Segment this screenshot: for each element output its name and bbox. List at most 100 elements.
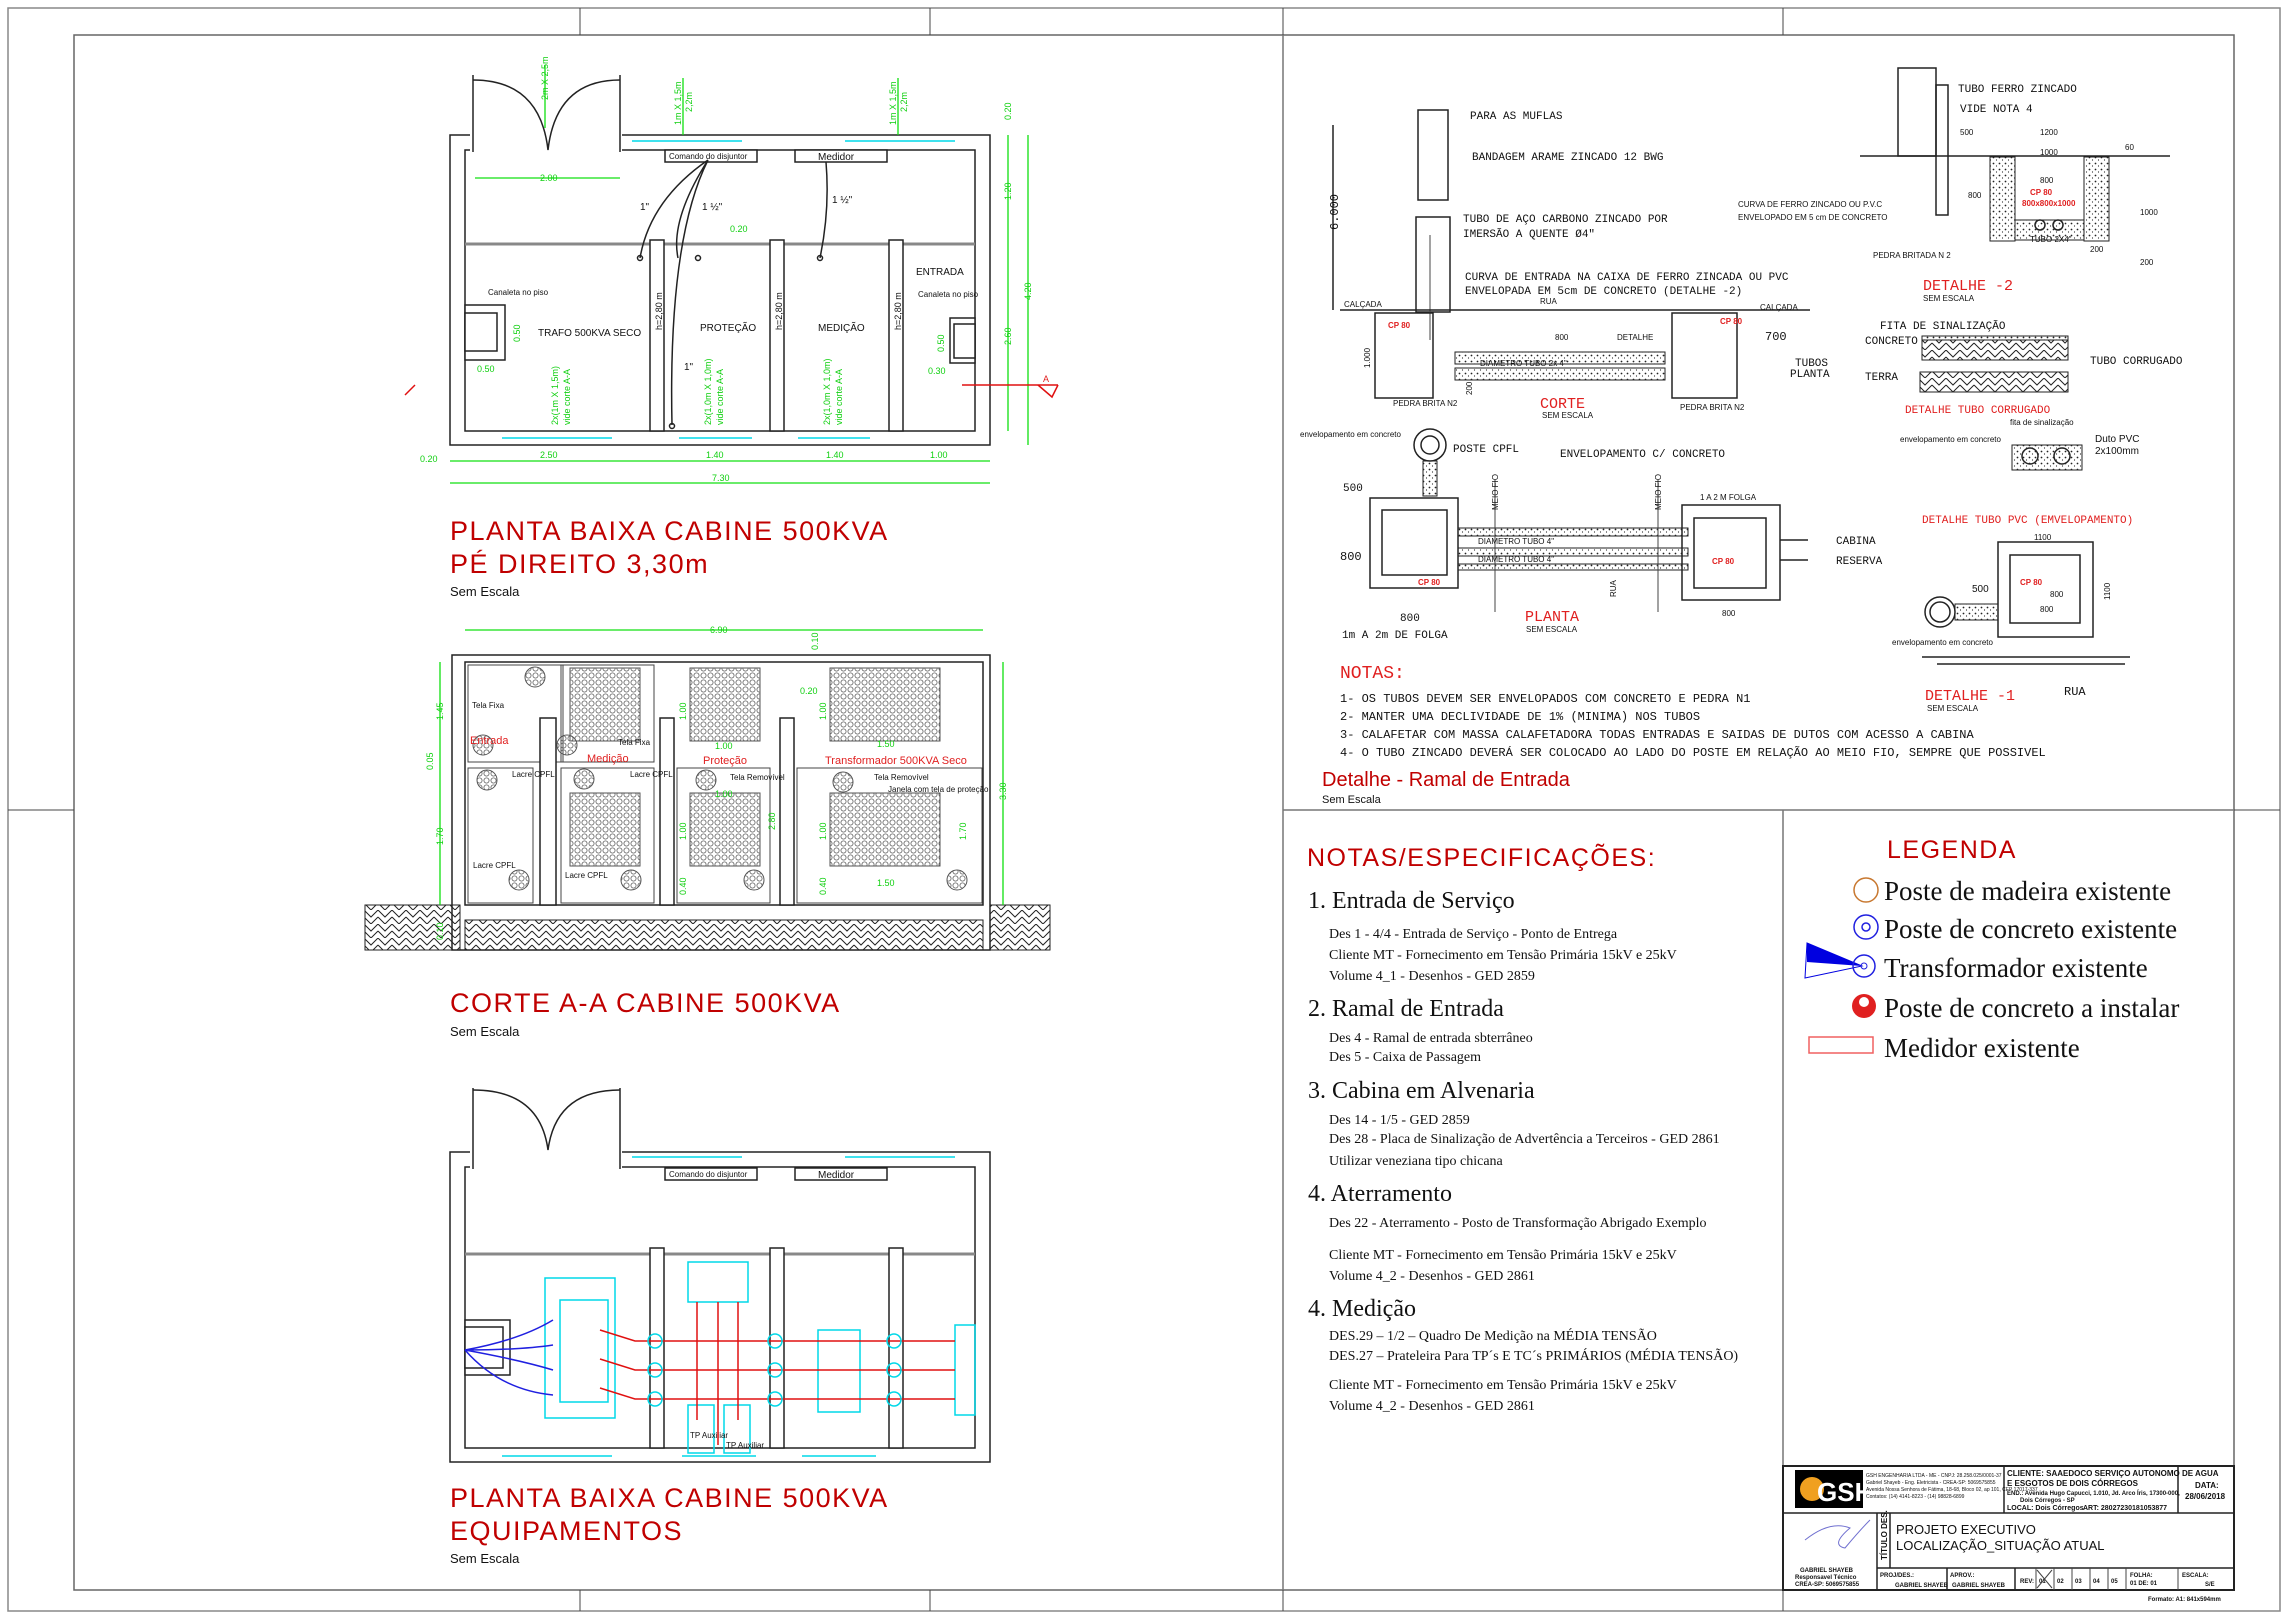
conduit-label: 1 ½" (702, 202, 723, 213)
label: LOCAL: Dois Córregos (2007, 1505, 2084, 1512)
label: 500 (1343, 483, 1363, 495)
label: DETALHE (1617, 333, 1653, 342)
label: 2x(1,0m X 1,0m) (822, 358, 832, 425)
label: 1.00 (930, 450, 948, 460)
label: 1.45 (435, 702, 445, 720)
label: 05 (2111, 1579, 2118, 1585)
label: CABINA (1836, 536, 1876, 548)
legend-item: Transformador existente (1884, 953, 2148, 983)
label: ESCALA: (2182, 1573, 2209, 1579)
label: GABRIEL SHAYEB (1800, 1568, 1854, 1574)
label: 0.20 (730, 224, 748, 234)
specifications: NOTAS/ESPECIFICAÇÕES: 1. Entrada de Serv… (1307, 843, 1738, 1414)
label: 800 (1340, 550, 1362, 564)
label: 2.00 (540, 173, 558, 183)
lacre-label: Lacre CPFL (565, 871, 608, 880)
label: SEM ESCALA (1526, 625, 1578, 634)
conduit-label: 1" (640, 202, 650, 213)
label: 1.00 (818, 822, 828, 840)
ramal-corte: 6.000 PARA AS MUFLAS BANDAGEM ARAME ZINC… (1328, 109, 1830, 420)
label: envelopamento em concreto (1300, 430, 1402, 439)
note-item: 4- O TUBO ZINCADO DEVERÁ SER COLOCADO AO… (1340, 745, 2046, 760)
label: envelopamento em concreto (1900, 435, 2002, 444)
label: IMERSÃO A QUENTE Ø4" (1463, 228, 1595, 241)
label: BANDAGEM ARAME ZINCADO 12 BWG (1472, 152, 1663, 164)
drawing-title: PROJETO EXECUTIVO (1896, 1522, 2036, 1537)
label: TUBO DE AÇO CARBONO ZINCADO POR (1463, 214, 1668, 226)
label: TERRA (1865, 372, 1898, 384)
notes-title: NOTAS: (1340, 664, 1405, 684)
plan1-scale: Sem Escala (450, 584, 520, 599)
note-item: 3- CALAFETAR COM MASSA CALAFETADORA TODA… (1340, 728, 1975, 742)
section-aa: Entrada Medição Proteção Transformador 5… (364, 625, 1051, 1039)
partition-height: h=2,80 m (654, 292, 664, 330)
spec-heading: 2. Ramal de Entrada (1308, 996, 1504, 1022)
label: PARA AS MUFLAS (1470, 111, 1563, 123)
planta-title: PLANTA (1525, 609, 1579, 626)
meter-icon (1808, 1036, 1874, 1054)
plan1-dimensions: 2m X 2,5m 1m X 1,5m 2,2m 1m X 1,5m 2,2m … (420, 56, 1033, 484)
spec-line: Utilizar veneziana tipo chicana (1329, 1154, 1504, 1169)
room-protecao: PROTEÇÃO (700, 321, 756, 334)
label: 0.20 (800, 686, 818, 696)
label: SEM ESCALA (1927, 704, 1979, 713)
label: PLANTA (1790, 369, 1830, 381)
label: 1.000 (1363, 347, 1372, 368)
comando-label: Comando do disjuntor (669, 152, 748, 161)
label: 2x(1m X 1,5m) (550, 366, 560, 425)
title-block: GSH GSH ENGENHARIA LTDA - ME - CNPJ: 28.… (1782, 1465, 2235, 1603)
new-pole-icon (1852, 994, 1876, 1018)
label: Responsavel Técnico (1795, 1575, 1857, 1581)
label: 0.05 (425, 752, 435, 770)
label: vide corte A-A (834, 369, 844, 425)
label: 01 (2039, 1579, 2046, 1585)
label: 2.50 (540, 450, 558, 460)
label: ENVELOPADO EM 5 cm DE CONCRETO (1738, 213, 1888, 222)
label: CURVA DE ENTRADA NA CAIXA DE FERRO ZINCA… (1465, 272, 1789, 284)
label: CURVA DE FERRO ZINCADO OU P.V.C (1738, 200, 1882, 209)
wood-pole-icon (1853, 877, 1879, 903)
spec-line: DES.27 – Prateleira Para TP´s E TC´s PRI… (1329, 1347, 1738, 1364)
label: 1.20 (1003, 182, 1013, 200)
label: 1.70 (958, 822, 968, 840)
label: 1000 (2040, 148, 2058, 157)
label: Gabriel Shayeb - Eng. Eletricista - CREA… (1866, 1480, 1996, 1486)
label: 60 (2125, 143, 2134, 152)
label: 0.30 (928, 366, 946, 376)
spec-line: Volume 4_2 - Desenhos - GED 2861 (1329, 1399, 1535, 1414)
canaleta-label: Canaleta no piso (488, 288, 549, 297)
plan-equipment: Comando do disjuntor Medidor TP Auxiliar… (449, 1088, 991, 1566)
label: 0.10 (810, 632, 820, 650)
label: DIAMETRO TUBO 2x 4" (1480, 359, 1567, 368)
label: CP 80 (1720, 317, 1743, 326)
label: 500 (1972, 584, 1989, 595)
ramal-details: TUBO FERRO ZINCADO VIDE NOTA 4 500 1200 … (1738, 67, 2183, 713)
room-entrada: ENTRADA (916, 267, 964, 278)
label: 1100 (2034, 533, 2052, 542)
label: 1.00 (678, 822, 688, 840)
label: 0.40 (818, 877, 828, 895)
tp-label: TP Auxiliar (690, 1431, 728, 1440)
note-item: 2- MANTER UMA DECLIVIDADE DE 1% (MINIMA)… (1340, 710, 1700, 724)
label: 6.90 (710, 625, 728, 635)
label: 800 (2050, 590, 2064, 599)
detalhe2-title: DETALHE -2 (1923, 278, 2013, 295)
spec-line: Des 14 - 1/5 - GED 2859 (1329, 1113, 1470, 1128)
section-scale: Sem Escala (450, 1024, 520, 1039)
label: 0.50 (477, 364, 495, 374)
label: 1.50 (877, 878, 895, 888)
corte-title: CORTE (1540, 396, 1585, 413)
label: 1.00 (715, 789, 733, 799)
label: S/E (2205, 1582, 2215, 1588)
label: MEIO FIO (1654, 474, 1663, 510)
medidor-label: Medidor (818, 152, 855, 163)
legend-item: Poste de concreto a instalar (1884, 993, 2179, 1023)
label: ART: 28027230181053877 (2083, 1505, 2167, 1512)
label: 03 (2075, 1579, 2082, 1585)
spec-heading: 3. Cabina em Alvenaria (1308, 1078, 1535, 1104)
label: vide corte A-A (715, 369, 725, 425)
spec-heading: 4. Aterramento (1308, 1181, 1452, 1207)
tp-label: TP Auxiliar (726, 1441, 764, 1450)
label: CP 80 (1388, 321, 1411, 330)
label: Avenida Nossa Senhora de Fátima, 18-68, … (1866, 1487, 2038, 1493)
